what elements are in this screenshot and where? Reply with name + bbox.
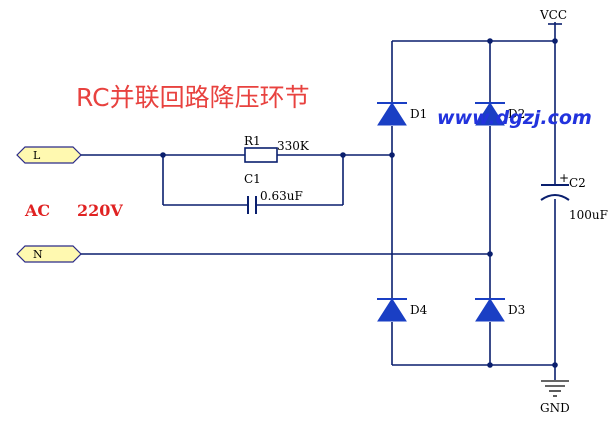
capacitor-c2-ref: C2 — [569, 176, 586, 190]
capacitor-c1-value: 0.63uF — [260, 189, 303, 203]
capacitor-c1-ref: C1 — [244, 172, 261, 186]
vcc-symbol — [548, 22, 562, 41]
capacitor-c2-polarity: + — [559, 171, 569, 185]
junction-n-bridge — [487, 251, 493, 257]
ac-voltage-label: 220V — [77, 201, 123, 220]
port-neutral-label: N — [33, 248, 43, 261]
port-live: L — [16, 146, 82, 164]
junction-l-c1-right — [340, 152, 346, 158]
junction-top-right-leg — [487, 38, 493, 44]
diode-d4 — [377, 298, 407, 322]
diode-d4-ref: D4 — [410, 303, 428, 317]
diode-d2-ref: D2 — [508, 107, 525, 121]
gnd-label: GND — [540, 401, 570, 415]
junction-l-bridge — [389, 152, 395, 158]
diode-d2 — [475, 102, 505, 126]
capacitor-c2 — [540, 184, 570, 201]
capacitor-c2-value: 100uF — [569, 208, 608, 222]
resistor-r1 — [244, 147, 278, 163]
diode-d3 — [475, 298, 505, 322]
diode-d1 — [377, 102, 407, 126]
junction-gnd — [552, 362, 558, 368]
resistor-r1-ref: R1 — [244, 134, 261, 148]
port-live-label: L — [33, 149, 41, 162]
diode-d3-ref: D3 — [508, 303, 525, 317]
ground-icon — [541, 380, 569, 397]
vcc-label: VCC — [539, 8, 567, 22]
diode-d1-ref: D1 — [410, 107, 427, 121]
resistor-r1-value: 330K — [277, 139, 310, 153]
junction-bottom-right-leg — [487, 362, 493, 368]
junction-vcc — [552, 38, 558, 44]
ac-label: AC — [24, 201, 50, 220]
junction-l-c1-left — [160, 152, 166, 158]
watermark-text: www.dgzj.com — [437, 107, 592, 129]
diagram-title: RC并联回路降压环节 — [76, 83, 310, 112]
port-neutral: N — [16, 245, 82, 263]
